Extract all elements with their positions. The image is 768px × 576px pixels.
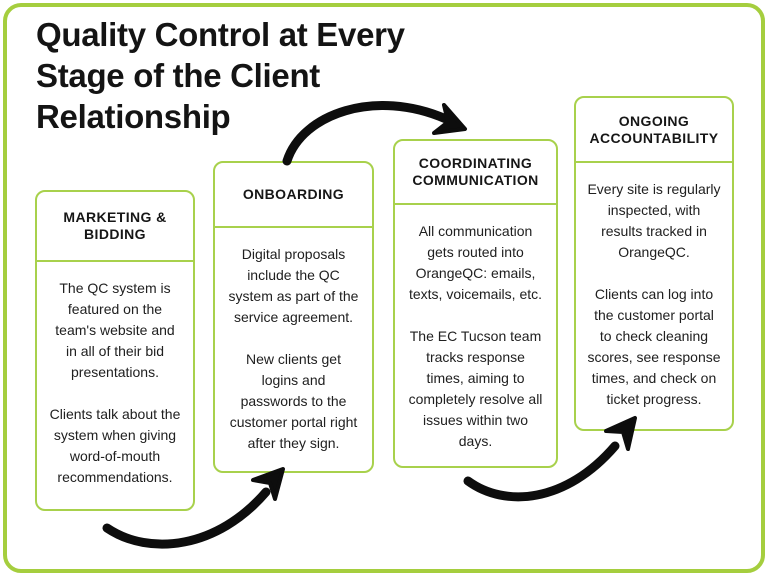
- stage-heading-marketing-bidding: MARKETING & BIDDING: [37, 192, 193, 262]
- stage-heading-ongoing-accountability: ONGOING ACCOUNTABILITY: [576, 98, 732, 163]
- stage-body-onboarding: Digital proposals include the QC system …: [228, 246, 359, 451]
- stage-body-coordinating-communication: All communication gets routed into Orang…: [408, 223, 543, 449]
- stage-card-onboarding: ONBOARDING Digital proposals include the…: [213, 161, 374, 473]
- stage-body-ongoing-accountability: Every site is regularly inspected, with …: [587, 181, 721, 407]
- stage-card-coordinating-communication: COORDINATING COMMUNICATION All communica…: [393, 139, 558, 468]
- stage-card-ongoing-accountability: ONGOING ACCOUNTABILITY Every site is reg…: [574, 96, 734, 431]
- stage-body-marketing-bidding: The QC system is featured on the team's …: [49, 280, 181, 485]
- stage-heading-coordinating-communication: COORDINATING COMMUNICATION: [395, 141, 556, 205]
- stage-card-marketing-bidding: MARKETING & BIDDING The QC system is fea…: [35, 190, 195, 511]
- stage-heading-onboarding: ONBOARDING: [215, 163, 372, 228]
- page-title: Quality Control at Every Stage of the Cl…: [36, 16, 405, 135]
